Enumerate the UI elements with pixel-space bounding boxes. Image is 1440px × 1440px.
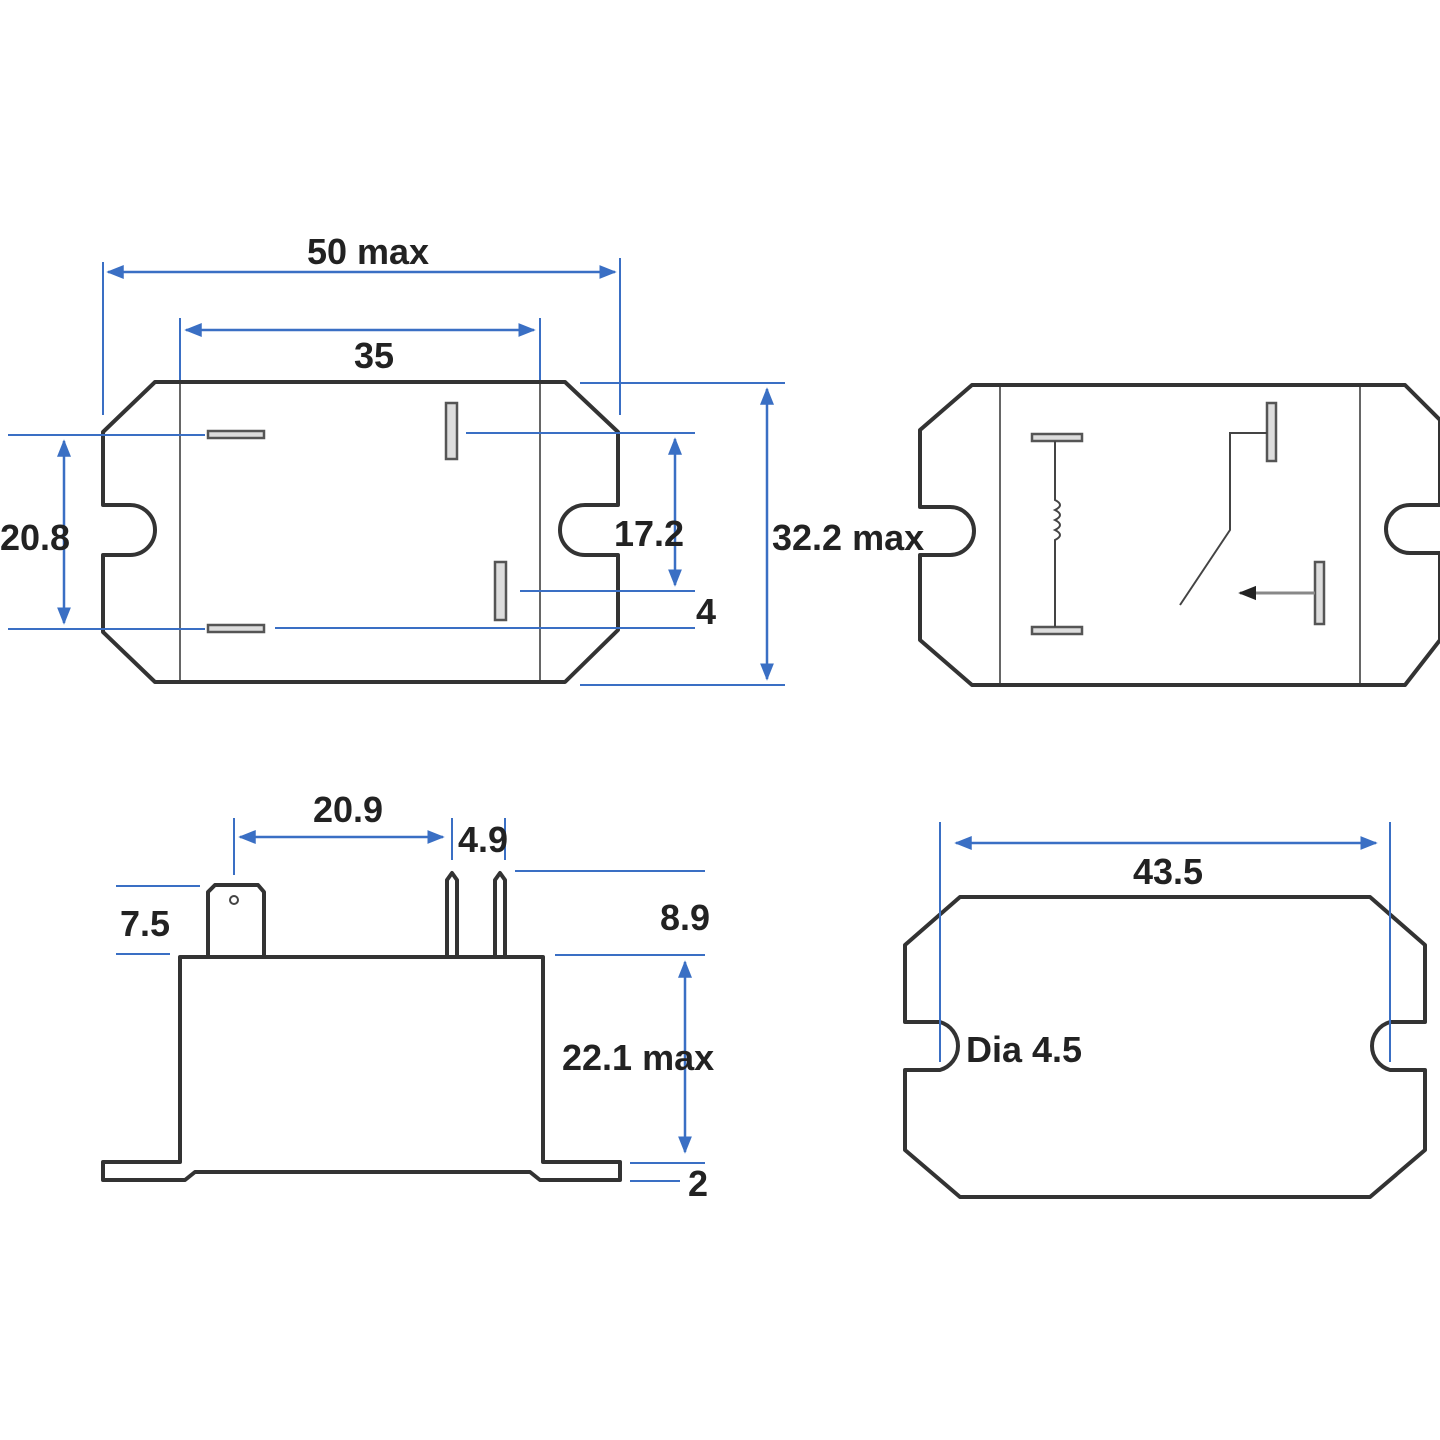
side-view-body: [101, 955, 622, 1182]
dim-flange-thickness: 2: [688, 1163, 708, 1204]
dim-pin-pitch: 4.9: [458, 819, 508, 860]
pin: [206, 429, 266, 440]
coil-pin: [1030, 432, 1084, 443]
top-view-outline: [101, 380, 620, 684]
mounting-view: 43.5 Dia 4.5: [903, 822, 1427, 1199]
schematic-view: [918, 383, 1440, 687]
pin: [444, 401, 459, 461]
schematic-view-outline: [918, 383, 1440, 687]
coil-icon: [1052, 441, 1061, 627]
pin: [493, 871, 507, 957]
dim-width-overall: 50 max: [307, 231, 429, 272]
switch-contact-icon: [1179, 432, 1267, 606]
pin: [206, 623, 266, 634]
quick-connect-tab: [206, 883, 266, 957]
dim-hole-spacing: 43.5: [1133, 851, 1203, 892]
tab-hole: [229, 895, 239, 905]
contact-pin: [1313, 560, 1326, 626]
dim-hole-diameter: Dia 4.5: [966, 1029, 1082, 1070]
coil-pin: [1030, 625, 1084, 636]
top-view: 50 max 35 20.8 17.2 4 32.2 max: [0, 231, 924, 686]
dim-pin-offset: 4: [696, 591, 716, 632]
dim-pin-span-left: 20.8: [0, 517, 70, 558]
dim-body-height: 22.1 max: [562, 1037, 714, 1078]
pin: [445, 871, 459, 957]
mounting-view-outline: [903, 895, 1427, 1199]
pin: [493, 560, 508, 622]
side-view: 20.9 4.9 7.5 8.9 22.1 max 2: [101, 789, 714, 1204]
contact-pin: [1265, 401, 1278, 463]
dim-tab-height: 7.5: [120, 903, 170, 944]
dim-height-overall: 32.2 max: [772, 517, 924, 558]
dim-pin-height: 8.9: [660, 897, 710, 938]
dim-pin-span-right: 17.2: [614, 513, 684, 554]
dim-tab-spacing: 20.9: [313, 789, 383, 830]
dim-mount-pitch: 35: [354, 335, 394, 376]
